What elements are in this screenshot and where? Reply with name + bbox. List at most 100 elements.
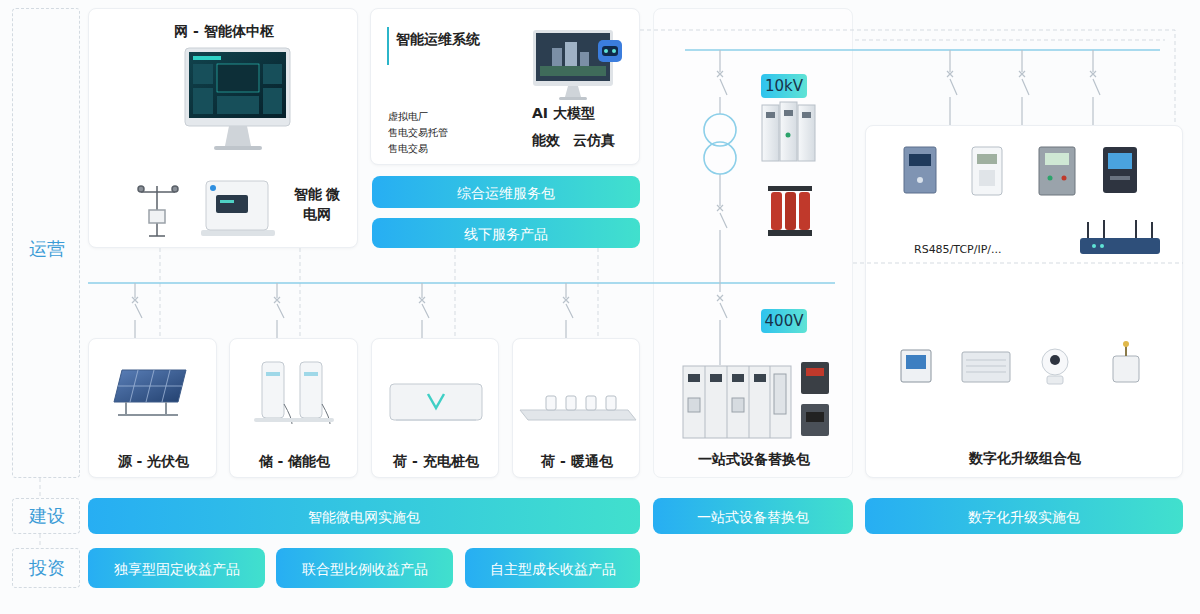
storage-cabinet-part bbox=[304, 372, 318, 376]
switch-branch-part bbox=[1019, 50, 1029, 125]
digital-panel: RS485/TCP/IP/... 数字化升级组合包 bbox=[865, 125, 1183, 478]
package-card: 荷 - 暖通包 bbox=[512, 338, 640, 478]
monitor-hub-part bbox=[193, 88, 213, 114]
power-bus-part bbox=[88, 282, 835, 284]
weather-station bbox=[138, 186, 178, 236]
text-slot: 智能运维系统 bbox=[396, 29, 516, 48]
device-row-top-part bbox=[1108, 153, 1132, 169]
build-bar: 一站式设备替换包 bbox=[653, 498, 853, 534]
inverter bbox=[201, 181, 275, 236]
router-part bbox=[1100, 244, 1104, 248]
inverter-part bbox=[206, 181, 268, 230]
invest-button: 自主型成长收益产品 bbox=[465, 548, 640, 588]
switch-branch-part bbox=[947, 50, 957, 125]
text-slot: 综合运维服务包 bbox=[372, 183, 640, 202]
dashed-link-part bbox=[40, 534, 41, 548]
text-slot: 智能 微电网 bbox=[289, 185, 345, 224]
breaker-part bbox=[801, 362, 829, 394]
breaker-part bbox=[801, 404, 829, 436]
teal-bar bbox=[387, 27, 389, 65]
dashed-link-part bbox=[40, 478, 41, 498]
node-text: 售电交易托管 bbox=[388, 126, 448, 139]
node-text: 数字化升级实施包 bbox=[968, 508, 1080, 526]
solar-panel-part bbox=[114, 370, 186, 402]
device-row-bottom-part bbox=[906, 355, 926, 369]
dashed-link-part bbox=[640, 30, 1175, 125]
voltage-badge: 400V bbox=[761, 309, 807, 333]
stage-label-box: 投资 bbox=[12, 548, 80, 588]
node-text: 一站式设备替换包 bbox=[697, 508, 809, 526]
text-slot: 荷 - 暖通包 bbox=[513, 451, 641, 470]
monitor-ops-part bbox=[559, 97, 587, 100]
node-text: 智能微电网实施包 bbox=[308, 508, 420, 526]
device-row-top-part bbox=[1103, 147, 1137, 193]
dry-transformer-part bbox=[768, 186, 812, 191]
storage-cabinet bbox=[254, 362, 334, 424]
device-row-top-part bbox=[1062, 176, 1067, 181]
text-slot: 云仿真 bbox=[573, 130, 635, 149]
robot-icon bbox=[598, 40, 622, 62]
switchgear-400v-part bbox=[683, 366, 791, 438]
device-row-bottom-part bbox=[1123, 341, 1129, 347]
weather-station-part bbox=[149, 210, 165, 223]
monitor-hub-part bbox=[193, 64, 213, 84]
dry-transformer-part bbox=[768, 230, 812, 236]
node-text: 投资 bbox=[29, 556, 65, 579]
node-text: RS485/TCP/IP/... bbox=[914, 243, 1002, 257]
inverter-part bbox=[210, 185, 216, 191]
monitor-hub-part bbox=[263, 88, 282, 114]
node-text: 联合型比例收益产品 bbox=[302, 560, 428, 578]
weather-station-part bbox=[141, 191, 175, 193]
storage-cabinet-part bbox=[262, 362, 284, 418]
switch-branch-part bbox=[717, 174, 727, 292]
switchgear-400v-part bbox=[754, 374, 766, 382]
inverter-part bbox=[220, 200, 234, 203]
monitor-ops-part bbox=[565, 86, 581, 97]
monitor-ops-part bbox=[565, 42, 577, 66]
text-slot: 10kV bbox=[761, 76, 807, 97]
service-button: 线下服务产品 bbox=[372, 218, 640, 248]
router bbox=[1080, 220, 1160, 254]
dashed-link bbox=[40, 30, 1183, 548]
device-row-bottom-part bbox=[901, 350, 931, 382]
solar-panel-part bbox=[118, 402, 178, 415]
stage-label-box: 建设 bbox=[12, 498, 80, 534]
text-slot: 数字化升级组合包 bbox=[866, 448, 1184, 467]
package-card: 储 - 储能包 bbox=[229, 338, 358, 478]
dry-transformer-part bbox=[771, 192, 782, 230]
dry-transformer-part bbox=[785, 192, 796, 230]
monitor-ops bbox=[533, 30, 613, 100]
replacement-panel: 10kV400V一站式设备替换包 bbox=[653, 8, 853, 478]
switch-branch-part bbox=[717, 295, 727, 365]
device-row-bottom-part bbox=[1050, 355, 1060, 365]
monitor-hub-part bbox=[217, 96, 259, 114]
switchgear-10kv-part bbox=[780, 102, 797, 161]
power-bus bbox=[88, 50, 1160, 283]
switchgear-10kv-part bbox=[798, 105, 815, 161]
storage-cabinet-part bbox=[284, 404, 330, 424]
switchgear-400v-part bbox=[688, 374, 700, 382]
node-text: 综合运维服务包 bbox=[457, 184, 555, 202]
hvac-unit-part bbox=[566, 396, 576, 410]
switchgear-400v-part bbox=[705, 366, 770, 438]
transformer-symbol-part bbox=[704, 114, 736, 146]
text-slot: 运营 bbox=[13, 237, 81, 260]
power-bus-part bbox=[685, 49, 1160, 51]
build-bar: 智能微电网实施包 bbox=[88, 498, 640, 534]
switch-branch-part bbox=[274, 283, 284, 338]
hvac-unit-part bbox=[546, 396, 556, 410]
dashed-link-part bbox=[160, 248, 161, 338]
text-slot: 源 - 光伏包 bbox=[89, 451, 218, 470]
node-text: 线下服务产品 bbox=[464, 225, 548, 243]
node-text: 智能 微电网 bbox=[289, 185, 345, 224]
node-text: 400V bbox=[765, 312, 804, 332]
inverter-part bbox=[201, 230, 275, 236]
robot-icon-part bbox=[602, 46, 618, 56]
dry-transformer-part bbox=[799, 192, 810, 230]
storage-cabinet-part bbox=[300, 362, 322, 418]
device-row-bottom-part bbox=[966, 360, 1006, 372]
router-part bbox=[1080, 238, 1160, 254]
node-text: 数字化升级组合包 bbox=[969, 449, 1081, 467]
hvac-unit-part bbox=[520, 410, 636, 420]
package-card: 源 - 光伏包 bbox=[88, 338, 217, 478]
